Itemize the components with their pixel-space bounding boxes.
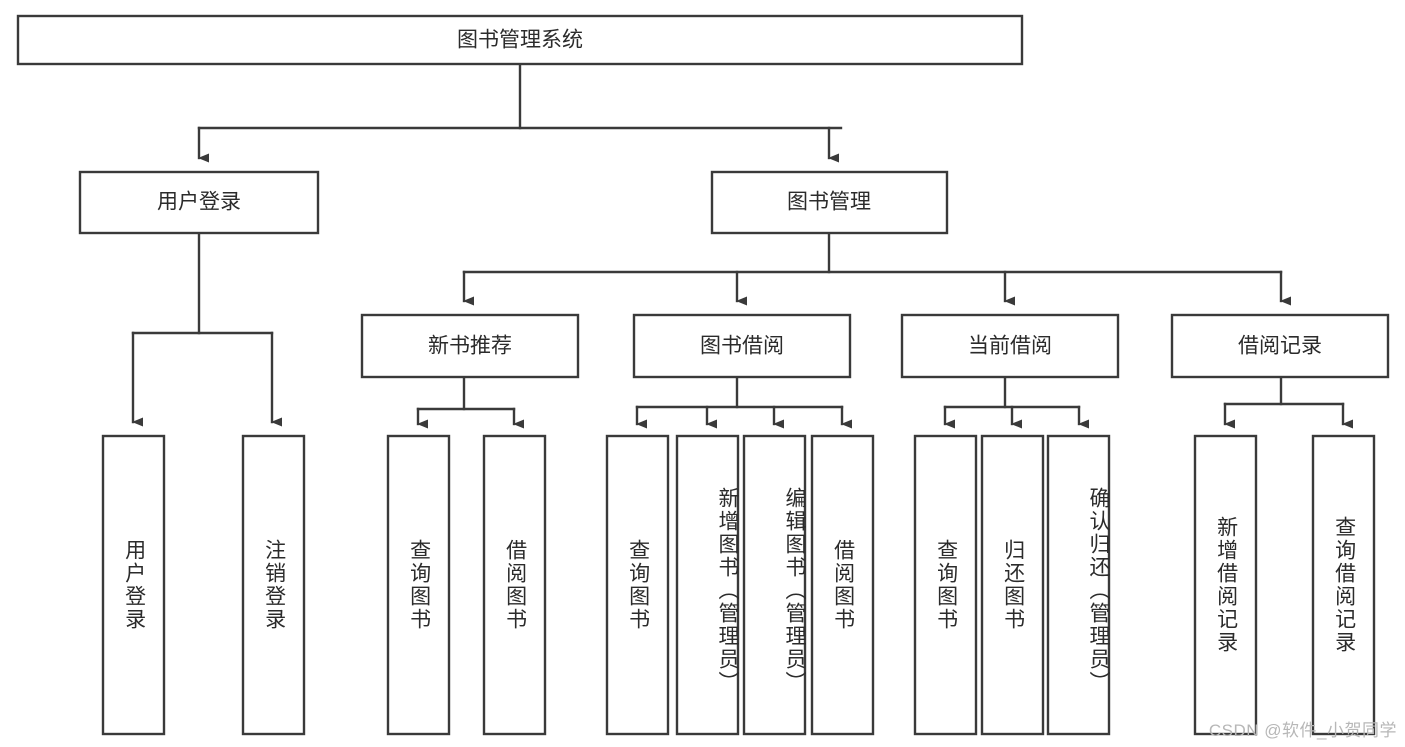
node-book-management-box[interactable] (710, 170, 949, 235)
leaf-box-query-books-current[interactable] (913, 434, 978, 736)
node-new-book-recommend-label: 新书推荐 (428, 335, 512, 358)
node-borrow-records-label: 借阅记录 (1238, 335, 1322, 358)
leaf-box-query-borrow-record[interactable] (1311, 434, 1376, 736)
node-current-borrow-label: 当前借阅 (968, 335, 1052, 358)
node-current-borrow-box[interactable] (900, 313, 1120, 379)
node-book-borrow[interactable]: 图书借阅 (632, 313, 852, 379)
node-borrow-records[interactable]: 借阅记录 (1170, 313, 1390, 379)
leaf-box-return-book[interactable] (980, 434, 1045, 736)
leaf-box-user-login[interactable] (101, 434, 166, 736)
leaf-box-add-book-admin[interactable] (675, 434, 740, 736)
leaf-box-confirm-return-admin[interactable] (1046, 434, 1111, 736)
node-user-login-label: 用户登录 (157, 191, 241, 214)
node-new-book-recommend-box[interactable] (360, 313, 580, 379)
node-borrow-records-box[interactable] (1170, 313, 1390, 379)
node-book-management-label: 图书管理 (787, 191, 871, 214)
connector-layer (131, 62, 1353, 429)
leaf-box-query-books-borrow[interactable] (605, 434, 670, 736)
leaf-box-logout[interactable] (241, 434, 306, 736)
node-user-login[interactable]: 用户登录 (78, 170, 320, 235)
leaf-layer (101, 434, 1376, 736)
node-current-borrow[interactable]: 当前借阅 (900, 313, 1120, 379)
node-user-login-box[interactable] (78, 170, 320, 235)
leaf-box-edit-book-admin[interactable] (742, 434, 807, 736)
node-new-book-recommend[interactable]: 新书推荐 (360, 313, 580, 379)
leaf-box-borrow-books-rec[interactable] (482, 434, 547, 736)
leaf-box-query-books-rec[interactable] (386, 434, 451, 736)
leaf-box-borrow-book[interactable] (810, 434, 875, 736)
node-book-borrow-box[interactable] (632, 313, 852, 379)
node-root-box[interactable] (16, 14, 1024, 66)
leaf-box-add-borrow-record[interactable] (1193, 434, 1258, 736)
csdn-watermark: CSDN @软件_小贺同学 (1208, 721, 1397, 740)
node-root[interactable]: 图书管理系统 (16, 14, 1024, 66)
node-book-management[interactable]: 图书管理 (710, 170, 949, 235)
node-book-borrow-label: 图书借阅 (700, 335, 784, 358)
node-root-label: 图书管理系统 (457, 29, 583, 52)
